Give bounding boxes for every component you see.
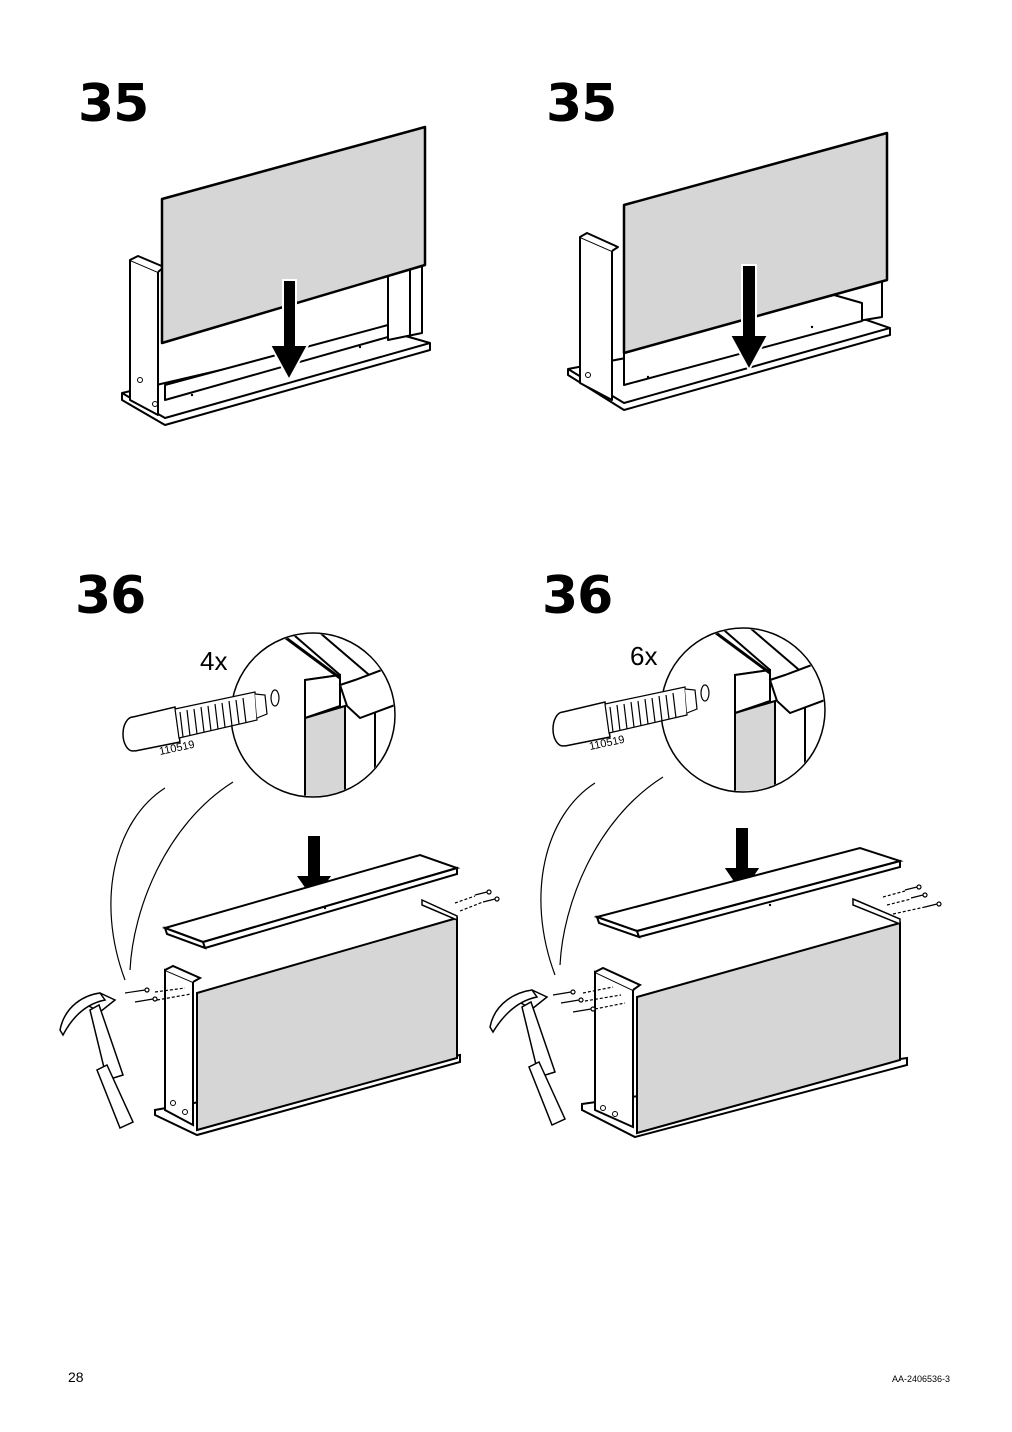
step-36-left-illustration: 110519 4x [59, 632, 500, 1137]
screw-icon [124, 889, 500, 1003]
step-36-number-left: 36 [75, 566, 146, 626]
step-36-right-illustration: 110519 6x [489, 627, 942, 1139]
page-number: 28 [68, 1369, 84, 1385]
hammer-icon [59, 992, 134, 1130]
step-36-number-right: 36 [542, 566, 613, 626]
hammer-icon [489, 989, 566, 1127]
screw-icon [552, 884, 942, 1013]
down-arrow-icon [268, 279, 310, 383]
step-35-number-right: 35 [546, 74, 617, 134]
document-code: AA-2406536-3 [891, 1374, 950, 1384]
down-arrow-icon [728, 264, 770, 373]
quantity-label: 6x [630, 641, 657, 671]
dowel-icon [122, 689, 280, 752]
detail-zoom-circle [540, 627, 826, 976]
quantity-label: 4x [200, 646, 227, 676]
detail-zoom-circle [110, 632, 396, 981]
dowel-icon [552, 684, 710, 747]
step-35-number-left: 35 [78, 74, 149, 134]
step-35-left-illustration [121, 125, 431, 426]
step-35-right-illustration [567, 131, 891, 411]
